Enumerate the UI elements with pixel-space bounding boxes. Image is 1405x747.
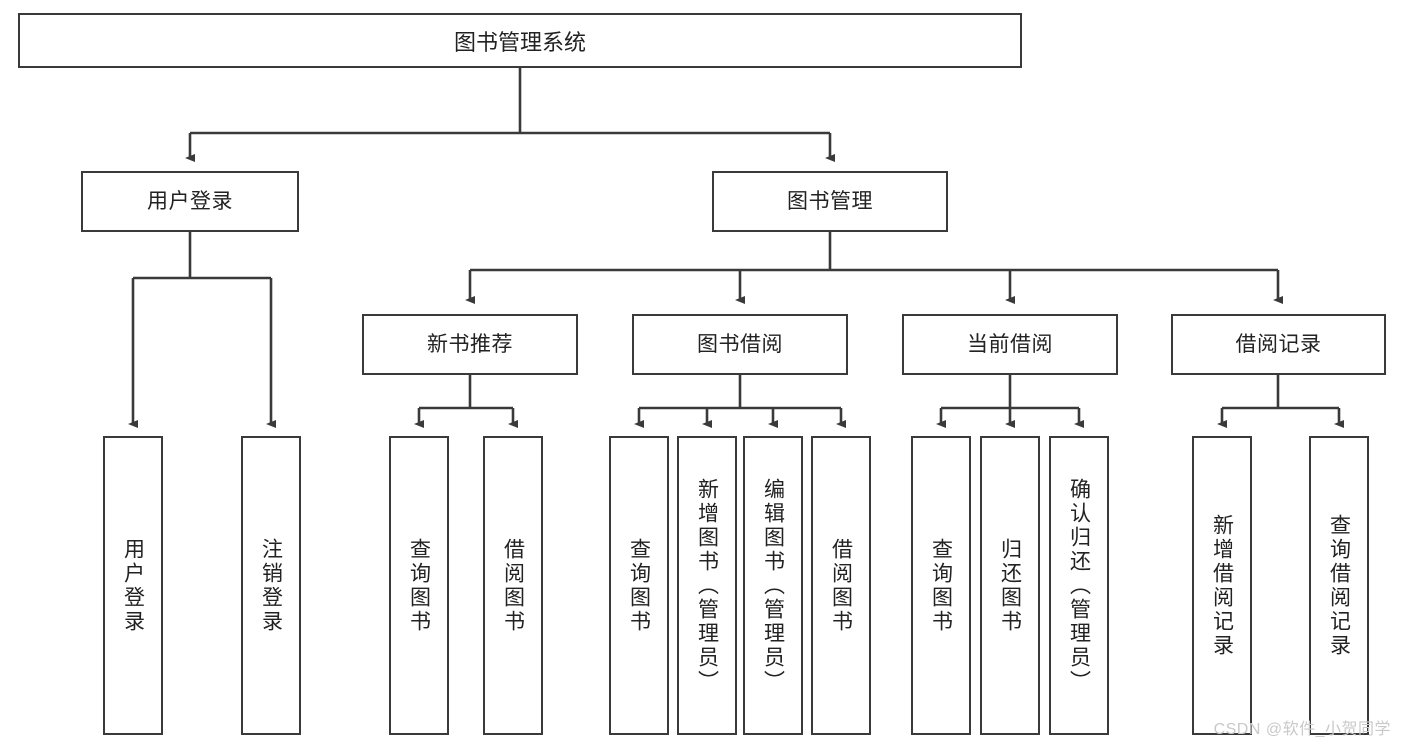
node-label: 图书借阅 (697, 332, 783, 356)
node-root-system[interactable]: 图书管理系统 (18, 13, 1022, 68)
leaf-new-book-query[interactable]: 查询图书 (389, 436, 449, 735)
node-label: 借阅记录 (1235, 332, 1322, 356)
leaf-label: 新增图书（管理员） (695, 477, 719, 694)
leaf-label: 确认归还（管理员） (1067, 477, 1091, 694)
leaf-borrow-record-query[interactable]: 查询借阅记录 (1309, 436, 1369, 735)
leaf-user-login-login[interactable]: 用户登录 (103, 436, 163, 735)
leaf-label: 编辑图书（管理员） (761, 477, 785, 694)
leaf-label: 查询图书 (929, 537, 953, 634)
node-label: 图书管理 (787, 189, 873, 213)
node-current-borrow[interactable]: 当前借阅 (902, 314, 1118, 375)
leaf-label: 查询借阅记录 (1327, 513, 1351, 658)
leaf-label: 查询图书 (407, 537, 431, 634)
node-label: 新书推荐 (427, 332, 513, 356)
node-label: 用户登录 (147, 189, 233, 213)
leaf-book-borrow-add[interactable]: 新增图书（管理员） (677, 436, 737, 735)
leaf-current-borrow-query[interactable]: 查询图书 (911, 436, 971, 735)
leaf-book-borrow-edit[interactable]: 编辑图书（管理员） (743, 436, 803, 735)
leaf-label: 借阅图书 (501, 537, 525, 634)
leaf-book-borrow-borrow[interactable]: 借阅图书 (811, 436, 871, 735)
watermark: CSDN @软件_小贺同学 (1213, 721, 1391, 738)
leaf-label: 注销登录 (259, 537, 283, 634)
node-user-login[interactable]: 用户登录 (81, 171, 299, 232)
leaf-current-borrow-confirm-return[interactable]: 确认归还（管理员） (1049, 436, 1109, 735)
leaf-book-borrow-query[interactable]: 查询图书 (609, 436, 669, 735)
node-book-management[interactable]: 图书管理 (712, 171, 948, 232)
leaf-label: 用户登录 (121, 537, 145, 634)
leaf-label: 借阅图书 (829, 537, 853, 634)
node-label: 当前借阅 (967, 332, 1053, 356)
node-new-book-recommend[interactable]: 新书推荐 (362, 314, 578, 375)
leaf-current-borrow-return[interactable]: 归还图书 (980, 436, 1040, 735)
node-borrow-record[interactable]: 借阅记录 (1171, 314, 1386, 375)
leaf-label: 查询图书 (627, 537, 651, 634)
node-book-borrow[interactable]: 图书借阅 (632, 314, 848, 375)
leaf-label: 新增借阅记录 (1210, 513, 1234, 658)
leaf-label: 归还图书 (998, 537, 1022, 634)
leaf-user-login-logout[interactable]: 注销登录 (241, 436, 301, 735)
leaf-new-book-borrow[interactable]: 借阅图书 (483, 436, 543, 735)
node-label: 图书管理系统 (453, 29, 586, 55)
leaf-borrow-record-add[interactable]: 新增借阅记录 (1192, 436, 1252, 735)
